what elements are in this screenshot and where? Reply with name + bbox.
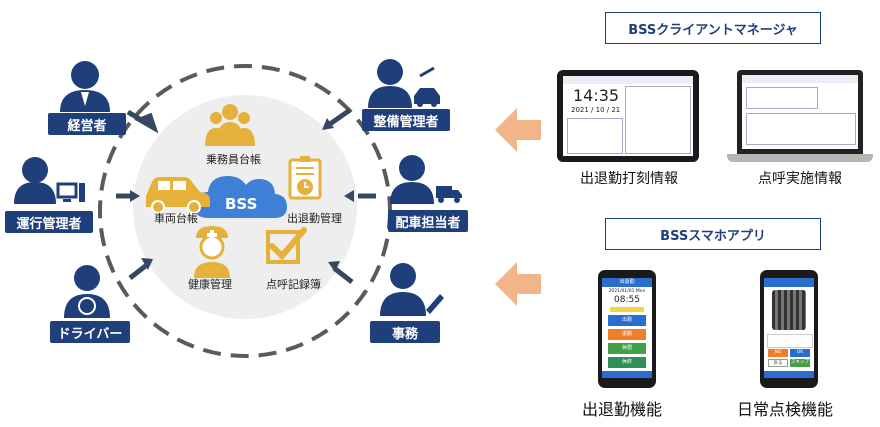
service-label-health: 健康管理 [188,278,232,291]
phone1-date: 2021/01/01 Mon [608,289,646,294]
dispatch-person-icon [390,155,462,204]
phone2-btn-skip[interactable]: スキップ [790,359,810,367]
arrow-orange-top [495,108,541,152]
phone2-header [764,278,814,287]
laptop-header [742,75,858,83]
phone1-btn-break-end[interactable]: 休終 [608,357,646,368]
operations-person-icon [14,157,85,204]
tablet-time: 14:35 [573,86,620,105]
smartphone-app-title: BSSスマホアプリ [605,218,821,250]
tablet-left-panel [567,118,623,154]
phone1-btn-start[interactable]: 出勤 [608,315,646,326]
arrow-from-office [332,266,354,284]
phone1-time: 08:55 [614,295,640,305]
phone2-screen: NG OK 戻る スキップ [764,278,814,378]
office-person-icon [380,263,444,316]
phone1-status-bar [610,307,644,312]
maintenance-person-icon [368,59,440,108]
phone2-btn-ng[interactable]: NG [768,349,788,357]
phone2-btn-ok[interactable]: OK [790,349,810,357]
inbound-arrows [116,107,376,284]
phone1-device: 出退勤 2021/01/01 Mon 08:55 出勤 退勤 休憩 休終 [598,270,656,388]
laptop-panel-top [746,87,818,109]
tablet-header [563,76,693,84]
tablet-date: 2021 / 10 / 21 [571,106,621,114]
phone1-btn-end[interactable]: 退勤 [608,329,646,340]
hub-center-label: BSS [225,195,258,213]
phone1-caption: 出退勤機能 [582,400,663,419]
phone2-caption: 日常点検機能 [737,400,834,419]
service-label-vehicle: 車両台帳 [154,212,198,225]
phone2-device: NG OK 戻る スキップ [760,270,818,388]
phone2-btn-back[interactable]: 戻る [768,359,788,367]
rollcall-icon [266,227,307,264]
laptop-base [727,154,873,162]
health-icon [194,226,230,278]
role-label-office: 事務 [370,321,440,343]
client-manager-title: BSSクライアントマネージャ [605,12,821,44]
vehicle-icon [146,177,210,214]
service-label-attendance: 出退勤管理 [287,212,342,225]
laptop-device [737,70,863,154]
tablet-caption: 出退勤打刻情報 [580,171,678,187]
crew-ledger-icon [205,104,255,146]
role-label-executive: 経営者 [48,113,126,135]
hub-graphics [14,59,462,358]
tire-image [772,290,806,330]
phone1-screen: 出退勤 2021/01/01 Mon 08:55 出勤 退勤 休憩 休終 [602,278,652,378]
service-label-rollcall: 点呼記録簿 [266,278,321,291]
arrow-from-executive [126,109,159,134]
driver-person-icon [64,265,110,318]
phone1-nav-bar [602,371,652,378]
arrow-from-driver [128,262,150,280]
role-label-dispatch: 配車担当者 [388,210,468,232]
executive-person-icon [60,61,110,112]
phone1-btn-break[interactable]: 休憩 [608,343,646,354]
phone2-message-box [767,334,813,348]
phone2-nav-bar [764,371,814,378]
tablet-device: 14:35 2021 / 10 / 21 [557,70,699,162]
laptop-screen [742,75,858,149]
laptop-panel-bottom [746,113,856,145]
phone1-header: 出退勤 [602,278,652,287]
arrow-from-maintenance [328,107,352,127]
laptop-caption: 点呼実施情報 [758,171,842,187]
role-label-operations: 運行管理者 [5,211,93,233]
service-label-crew: 乗務員台帳 [206,153,261,166]
role-label-driver: ドライバー [50,321,130,343]
arrow-orange-bottom [495,262,541,306]
tablet-screen: 14:35 2021 / 10 / 21 [563,76,693,156]
cloud-icon [194,176,287,218]
attendance-icon [288,156,322,200]
tablet-right-panel [625,86,691,154]
role-label-maintenance: 整備管理者 [362,109,450,131]
